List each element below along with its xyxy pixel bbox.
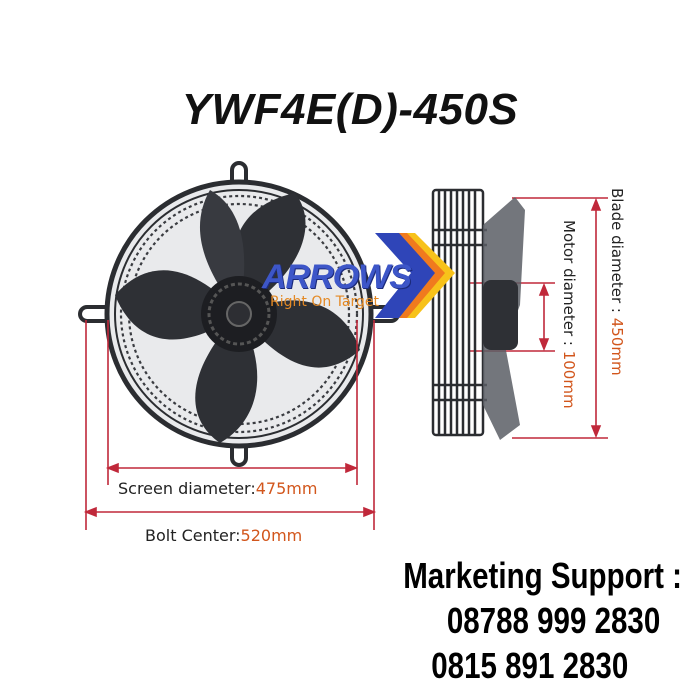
model-title: YWF4E(D)-450S [181,85,519,134]
fan-side-view [431,188,525,440]
contact-heading: Marketing Support : [403,555,682,596]
fan-front-view [78,161,400,467]
bolt-center-label: Bolt Center:520mm [145,526,303,545]
logo-name: ARROWS [262,258,412,296]
contact-phone-2: 0815 891 2830 [430,645,628,686]
blade-diameter-label: Blade diameter : 450mm [608,188,626,376]
screen-diameter-label: Screen diameter:475mm [118,479,318,498]
motor-diameter-label: Motor diameter : 100mm [560,220,578,409]
contact-phone-1: 08788 999 2830 [446,600,660,641]
arrows-logo-chevron-icon [375,233,455,318]
logo-tagline: Right On Target [270,294,379,310]
